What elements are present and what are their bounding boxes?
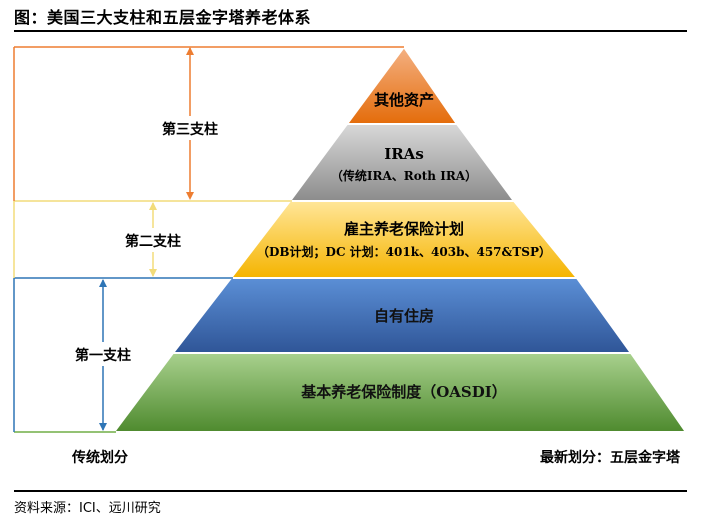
new-division-label: 最新划分：五层金字塔 <box>540 449 681 466</box>
layer-iras-sublabel: （传统IRA、Roth IRA） <box>331 168 477 183</box>
pillar1-label: 第一支柱 <box>75 347 131 364</box>
source-note: 资料来源：ICI、远川研究 <box>14 501 161 516</box>
layer-employer-plans-sublabel: （DB计划；DC 计划：401k、403b、457&TSP） <box>257 244 551 259</box>
traditional-division-label: 传统划分 <box>71 449 128 466</box>
pillar1-arrowhead-up <box>99 279 107 287</box>
pillar2-label-bg <box>110 228 196 252</box>
layer-social-security-label: 基本养老保险制度（OASDI） <box>300 383 507 401</box>
layer-other-assets-label: 其他资产 <box>374 91 434 109</box>
source-rule <box>14 490 687 492</box>
pillar2-arrowhead-up <box>149 202 157 210</box>
figure-title: 图：美国三大支柱和五层金字塔养老体系 <box>14 8 312 27</box>
pillar1-arrowhead-down <box>99 423 107 431</box>
pillar2-arrowhead-down <box>149 269 157 277</box>
layer-other-assets <box>345 45 459 125</box>
layer-social-security <box>112 352 688 433</box>
pillar3-arrowhead-down <box>186 192 194 200</box>
pillar1-label-bg <box>60 342 146 366</box>
pillar2-label: 第二支柱 <box>125 233 181 250</box>
layer-employer-plans <box>228 200 580 279</box>
layer-iras-label: IRAs <box>384 145 424 163</box>
layer-employer-plans-label: 雇主养老保险计划 <box>344 220 464 238</box>
pillar3-label: 第三支柱 <box>162 121 218 138</box>
layer-home-ownership-label: 自有住房 <box>374 307 434 325</box>
title-rule <box>14 30 687 32</box>
pillar3-arrowhead-up <box>186 47 194 55</box>
pillar3-label-bg <box>146 116 234 140</box>
